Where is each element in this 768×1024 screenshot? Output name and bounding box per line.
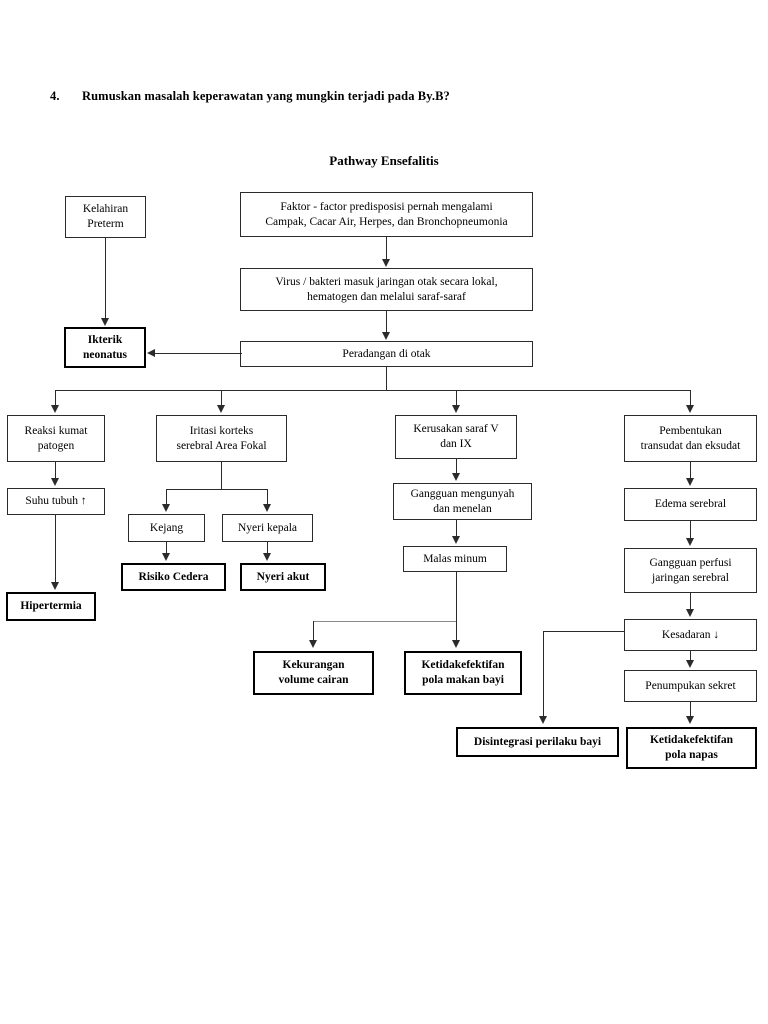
connector-kejang-risiko bbox=[166, 542, 168, 554]
arrowhead-suhu-hipertermia bbox=[51, 582, 60, 590]
node-kekurangan-volume-cairan: Kekurangan volume cairan bbox=[253, 651, 374, 695]
arrowhead-pembentukan-edema bbox=[686, 478, 695, 486]
node-risiko-cedera: Risiko Cedera bbox=[121, 563, 226, 591]
node-disintegrasi-perilaku: Disintegrasi perilaku bayi bbox=[456, 727, 619, 757]
node-malas-minum: Malas minum bbox=[403, 546, 507, 572]
connector-pembentukan-edema bbox=[690, 462, 692, 479]
connector-branch-bus bbox=[55, 390, 690, 392]
node-gangguan-perfusi: Gangguan perfusi jaringan serebral bbox=[624, 548, 757, 593]
node-kerusakan-saraf: Kerusakan saraf V dan IX bbox=[395, 415, 517, 459]
node-kejang: Kejang bbox=[128, 514, 205, 542]
connector-reaksi-suhu bbox=[55, 462, 57, 479]
connector-perfusi-kesadaran bbox=[690, 593, 692, 610]
connector-kerusakan-gangguan bbox=[456, 459, 458, 474]
connector-penumpukan-polanapas bbox=[690, 702, 692, 716]
arrowhead-edema-perfusi bbox=[686, 538, 695, 546]
arrowhead-virus-peradangan bbox=[381, 332, 390, 340]
arrowhead-perfusi-kesadaran bbox=[686, 609, 695, 617]
connector-malas-down bbox=[456, 572, 458, 641]
node-ikterik-neonatus: Ikterik neonatus bbox=[64, 327, 146, 368]
connector-bus-drop-4 bbox=[690, 390, 692, 406]
node-pembentukan-transudat: Pembentukan transudat dan eksudat bbox=[624, 415, 757, 462]
connector-suhu-hipertermia bbox=[55, 515, 57, 583]
connector-peradangan-bus bbox=[386, 367, 388, 391]
arrowhead-faktor-virus bbox=[381, 259, 390, 267]
node-virus-bakteri: Virus / bakteri masuk jaringan otak seca… bbox=[240, 268, 533, 311]
node-nyeri-akut: Nyeri akut bbox=[240, 563, 326, 591]
node-peradangan-otak: Peradangan di otak bbox=[240, 341, 533, 367]
connector-nyerikepala-nyeriakut bbox=[267, 542, 269, 554]
arrowhead-kesadaran-disintegrasi bbox=[539, 716, 548, 724]
arrowhead-preterm-ikterik bbox=[100, 318, 109, 326]
node-nyeri-kepala: Nyeri kepala bbox=[222, 514, 313, 542]
node-suhu-tubuh: Suhu tubuh ↑ bbox=[7, 488, 105, 515]
connector-iritasi-bus bbox=[166, 489, 268, 491]
question-text: Rumuskan masalah keperawatan yang mungki… bbox=[82, 89, 450, 103]
arrowhead-gangguan-malas bbox=[452, 536, 461, 544]
node-faktor-predisposisi: Faktor - factor predisposisi pernah meng… bbox=[240, 192, 533, 237]
arrowhead-reaksi-suhu bbox=[51, 478, 60, 486]
arrowhead-penumpukan-polanapas bbox=[686, 716, 695, 724]
arrowhead-malas-kekurangan bbox=[309, 640, 318, 648]
node-ketidakefektifan-pola-napas: Ketidakefektifan pola napas bbox=[626, 727, 757, 769]
arrowhead-bus-3 bbox=[452, 405, 461, 413]
node-iritasi-korteks: Iritasi korteks serebral Area Fokal bbox=[156, 415, 287, 462]
arrowhead-kerusakan-gangguan bbox=[452, 473, 461, 481]
arrowhead-iritasi-kejang bbox=[162, 504, 171, 512]
arrowhead-bus-2 bbox=[217, 405, 226, 413]
node-ketidakefektifan-pola-makan: Ketidakefektifan pola makan bayi bbox=[404, 651, 522, 695]
arrowhead-kesadaran-penumpukan bbox=[686, 660, 695, 668]
connector-faktor-virus bbox=[386, 237, 388, 260]
arrowhead-malas-polamakan bbox=[452, 640, 461, 648]
arrowhead-bus-4 bbox=[686, 405, 695, 413]
chart-title: Pathway Ensefalitis bbox=[329, 153, 439, 168]
connector-malas-drop-left bbox=[313, 621, 315, 642]
node-gangguan-mengunyah: Gangguan mengunyah dan menelan bbox=[393, 483, 532, 520]
node-penumpukan-sekret: Penumpukan sekret bbox=[624, 670, 757, 702]
arrowhead-nyerikepala-nyeriakut bbox=[263, 553, 272, 561]
connector-kesadaran-disintegrasi-h bbox=[543, 631, 625, 633]
connector-gangguan-malas bbox=[456, 520, 458, 537]
connector-bus-drop-3 bbox=[456, 390, 458, 406]
connector-bus-drop-2 bbox=[221, 390, 223, 406]
arrowhead-kejang-risiko bbox=[162, 553, 171, 561]
connector-edema-perfusi bbox=[690, 521, 692, 539]
connector-malas-bus bbox=[313, 621, 456, 623]
connector-kesadaran-disintegrasi-v bbox=[543, 631, 545, 717]
node-kesadaran: Kesadaran ↓ bbox=[624, 619, 757, 651]
question-number: 4. bbox=[50, 89, 60, 103]
node-hipertermia: Hipertermia bbox=[6, 592, 96, 621]
connector-iritasi-drop-right bbox=[267, 489, 269, 505]
question-heading: 4. Rumuskan masalah keperawatan yang mung… bbox=[50, 89, 740, 104]
connector-kesadaran-penumpukan bbox=[690, 651, 692, 661]
connector-peradangan-ikterik bbox=[154, 353, 242, 355]
connector-iritasi-drop-left bbox=[166, 489, 168, 505]
connector-bus-drop-1 bbox=[55, 390, 57, 406]
arrowhead-bus-1 bbox=[51, 405, 60, 413]
connector-virus-peradangan bbox=[386, 311, 388, 333]
connector-iritasi-split bbox=[221, 462, 223, 490]
node-kelahiran-preterm: Kelahiran Preterm bbox=[65, 196, 146, 238]
arrowhead-iritasi-nyeri-kepala bbox=[263, 504, 272, 512]
arrowhead-peradangan-ikterik bbox=[147, 348, 155, 357]
node-edema-serebral: Edema serebral bbox=[624, 488, 757, 521]
connector-preterm-ikterik bbox=[105, 238, 107, 319]
node-reaksi-kumat-patogen: Reaksi kumat patogen bbox=[7, 415, 105, 462]
